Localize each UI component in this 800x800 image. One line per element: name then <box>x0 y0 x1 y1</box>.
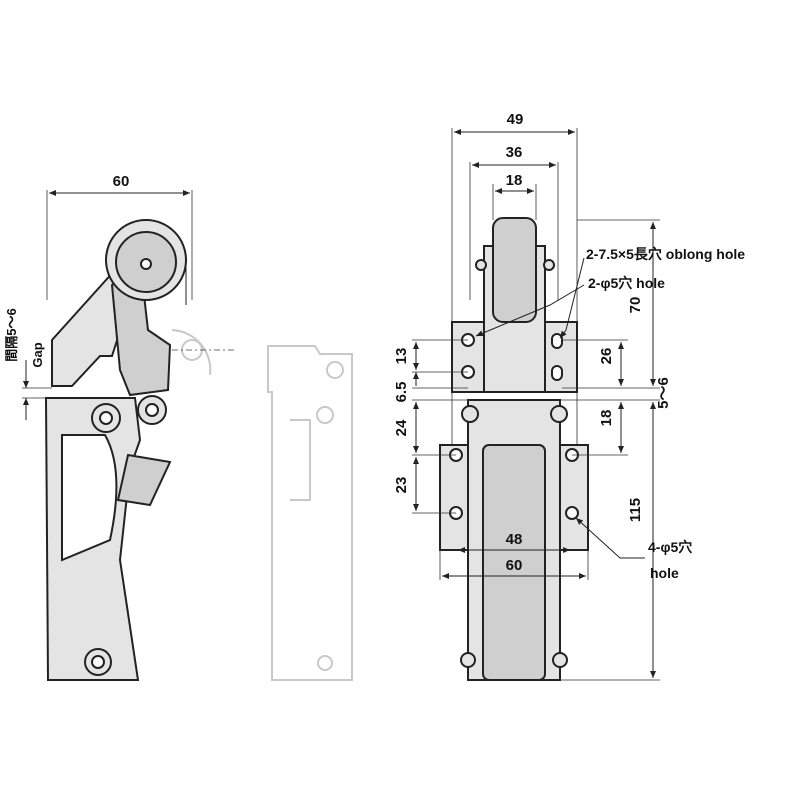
base-hole-br <box>565 506 579 520</box>
dim-13: 13 <box>393 348 410 365</box>
dim-5-6: 5～6 <box>655 377 672 409</box>
roller-axle-left <box>475 259 487 271</box>
bottom-hole <box>91 655 105 669</box>
dim-18-right: 18 <box>598 410 615 427</box>
dim-49: 49 <box>507 111 524 128</box>
callout-oblong-hole: 2-7.5×5長穴 oblong hole <box>586 246 745 262</box>
lever-boss-left <box>461 405 479 423</box>
dim-70: 70 <box>627 297 644 314</box>
dim-115: 115 <box>627 498 644 522</box>
front-view: 49 36 18 <box>393 111 745 681</box>
dim-48: 48 <box>506 531 523 548</box>
roller-axle <box>140 258 152 270</box>
side-gap-label-jp: 間隔5～6 <box>4 308 19 361</box>
dim-36: 36 <box>506 144 523 161</box>
callout-hole-4-line2: hole <box>650 565 679 581</box>
oblong-hole-br <box>551 365 563 381</box>
roller-axle-right <box>543 259 555 271</box>
pivot-pin <box>99 411 113 425</box>
body-window <box>61 434 118 562</box>
bottom-rivet-right <box>552 652 568 668</box>
side-view: 60 間隔5～6 Gap <box>4 173 353 681</box>
side-gap-label-en: Gap <box>30 342 45 367</box>
lever-pin <box>145 403 159 417</box>
dim-23: 23 <box>393 477 410 494</box>
lever-boss-right <box>550 405 568 423</box>
strike-ghost <box>171 329 353 681</box>
callout-hole-2: 2-φ5穴 hole <box>588 275 665 291</box>
dim-18-top: 18 <box>506 172 523 189</box>
dim-6-5: 6.5 <box>393 382 410 403</box>
bottom-rivet-left <box>460 652 476 668</box>
dim-26: 26 <box>598 348 615 365</box>
catch-roller <box>492 217 537 323</box>
oblong-hole-tr <box>551 333 563 349</box>
dim-60: 60 <box>506 557 523 574</box>
dim-24: 24 <box>393 419 410 436</box>
plunger <box>116 453 172 507</box>
callout-hole-4-line1: 4-φ5穴 <box>648 539 692 555</box>
cylinder <box>482 444 546 681</box>
side-dim-width: 60 <box>113 173 130 190</box>
